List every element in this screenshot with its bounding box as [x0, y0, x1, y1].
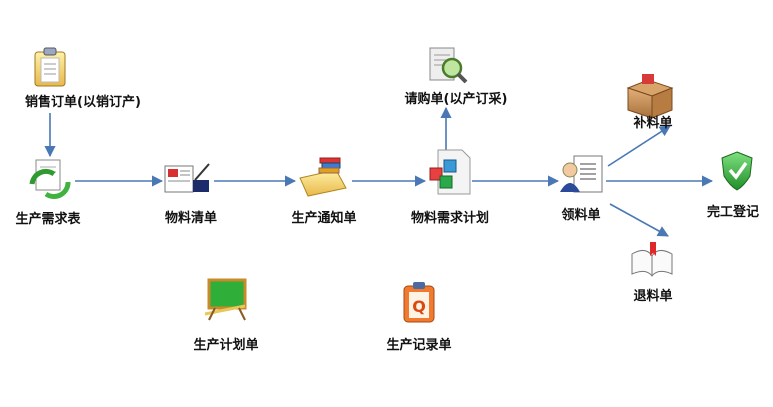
production-notice-label[interactable]: 生产通知单: [291, 211, 357, 226]
chalkboard-icon: [204, 278, 247, 321]
open-book-icon: [631, 242, 673, 277]
material-list-label[interactable]: 物料清单: [164, 211, 218, 226]
material-return-label[interactable]: 退料单: [633, 289, 673, 304]
q-clipboard-icon: Q: [403, 282, 435, 323]
production-plan-label[interactable]: 生产计划单: [193, 338, 259, 353]
sales-order-label[interactable]: 销售订单(以销订产): [25, 95, 141, 110]
flow-arrows: [44, 106, 714, 237]
arrow-requisition-to-return: [609, 203, 669, 237]
cubes-document-icon: [429, 149, 471, 195]
shield-check-icon: [721, 151, 753, 191]
box-icon: [626, 74, 674, 119]
magnifier-document-icon: [429, 47, 468, 84]
material-supplement-label[interactable]: 补料单: [633, 116, 673, 131]
folder-books-icon: [299, 157, 347, 197]
svg-text:Q: Q: [412, 297, 426, 316]
book-ink-icon: [164, 163, 210, 193]
material-requisition-label[interactable]: 领料单: [561, 208, 601, 223]
purchase-request-label[interactable]: 请购单(以产订采): [404, 92, 508, 107]
person-document-icon: [560, 155, 603, 193]
arrow-requisition-to-supplement: [607, 125, 671, 167]
material-requirements-plan-label[interactable]: 物料需求计划: [410, 211, 490, 226]
clipboard-icon: [34, 47, 66, 87]
completion-register-label[interactable]: 完工登记: [706, 205, 760, 220]
production-record-label[interactable]: 生产记录单: [386, 338, 452, 353]
production-requirements-label[interactable]: 生产需求表: [15, 212, 81, 227]
recycle-document-icon: [29, 159, 71, 199]
